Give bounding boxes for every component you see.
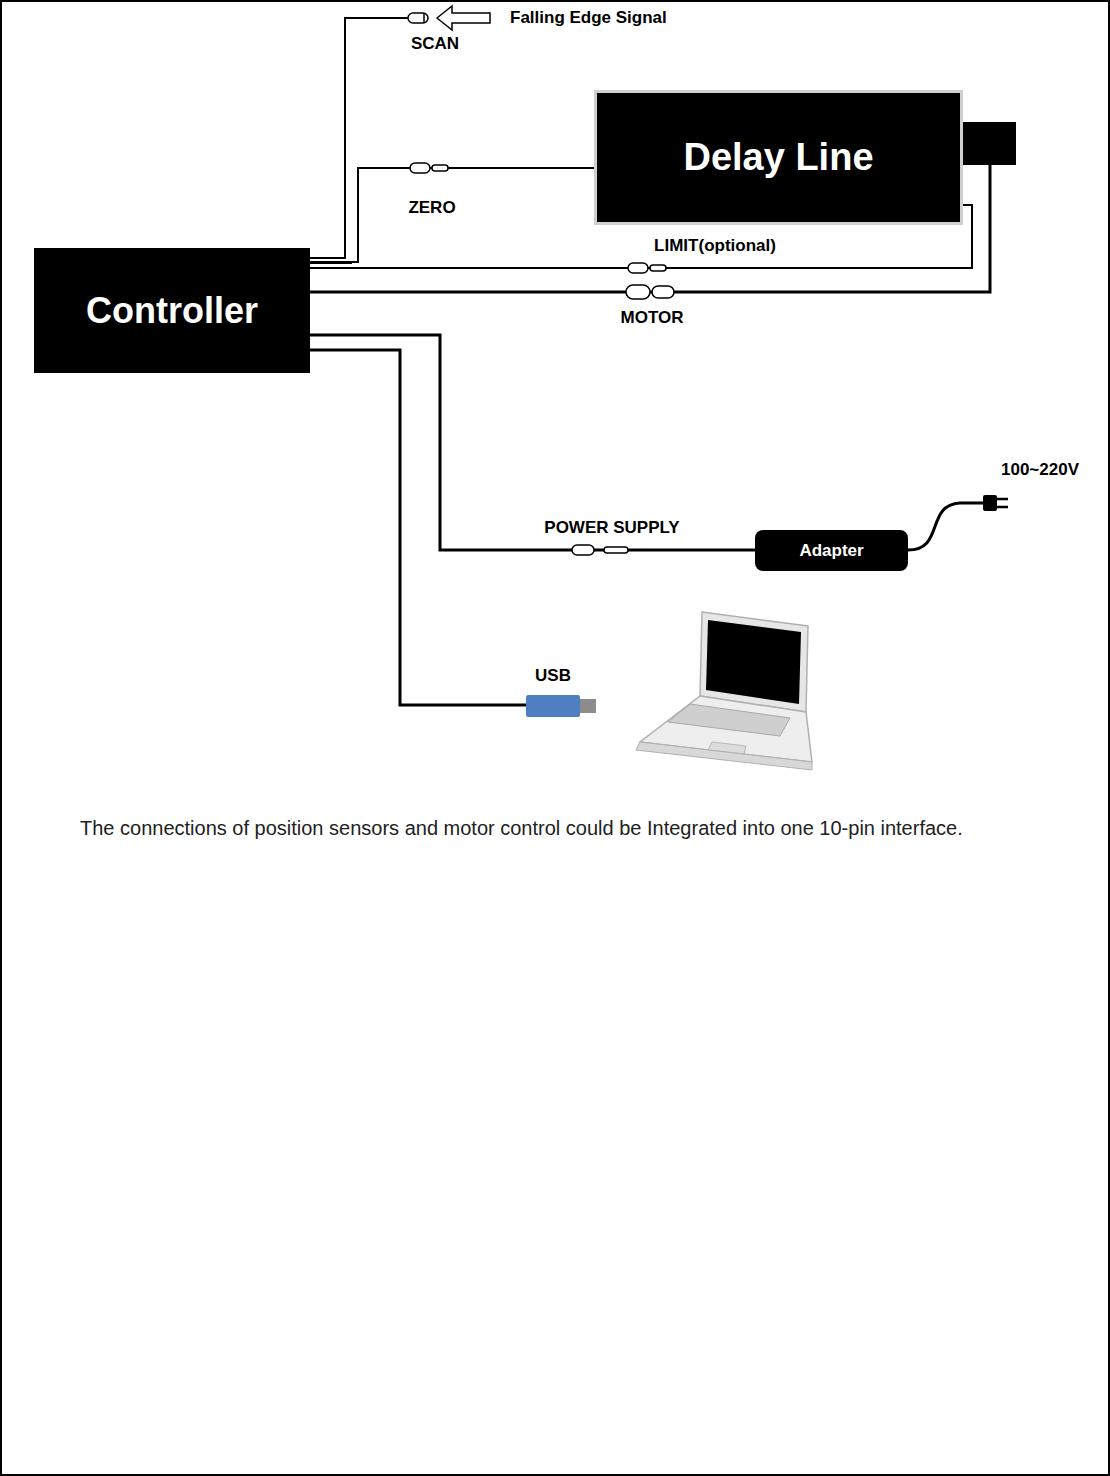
cable-label: POWER SUPPLY <box>542 518 681 538</box>
scan-wire <box>310 18 408 258</box>
voltage-label: 100~220V <box>999 460 1081 480</box>
motor-housing <box>960 122 1016 165</box>
limit-connector <box>628 263 648 273</box>
usb-cable <box>310 350 526 705</box>
caption-note: The connections of position sensors and … <box>80 812 1040 844</box>
power-connector <box>604 547 628 553</box>
cable-label: ZERO <box>406 198 457 218</box>
laptop-keyboard <box>668 704 790 736</box>
signal-arrow <box>437 6 490 30</box>
port-name: USB <box>533 666 573 686</box>
delay-line-box: Delay Line <box>594 90 963 225</box>
node-label: Adapter <box>799 541 863 561</box>
cable-label: LIMIT(optional) <box>652 236 778 256</box>
limit-connector <box>650 265 666 271</box>
plug-pin <box>997 498 1008 501</box>
signal-name: SCAN <box>409 34 461 54</box>
bnc-connector <box>408 13 428 23</box>
laptop-illustration <box>636 612 812 770</box>
motor-connector <box>652 286 674 298</box>
node-label: Controller <box>86 290 258 332</box>
signal-note: Falling Edge Signal <box>508 8 669 28</box>
mains-cord <box>908 503 985 550</box>
zero-connector <box>432 165 448 171</box>
cable <box>310 168 594 262</box>
controller-box: Controller <box>34 248 310 373</box>
laptop-screen <box>706 620 801 704</box>
laptop-edge <box>636 742 812 770</box>
usb-tip <box>580 699 596 713</box>
power-connector <box>572 545 594 555</box>
cable <box>310 335 755 550</box>
usb-plug <box>526 695 580 717</box>
mains-plug <box>983 495 997 511</box>
laptop-lid <box>700 612 808 712</box>
cable-label: MOTOR <box>619 308 686 328</box>
plug-pin <box>997 506 1008 509</box>
adapter-box: Adapter <box>755 530 908 571</box>
bnc-connector <box>423 13 425 23</box>
bundle-wire <box>310 262 352 264</box>
motor-connector <box>626 285 650 299</box>
node-label: Delay Line <box>683 136 873 179</box>
zero-connector <box>410 163 430 173</box>
